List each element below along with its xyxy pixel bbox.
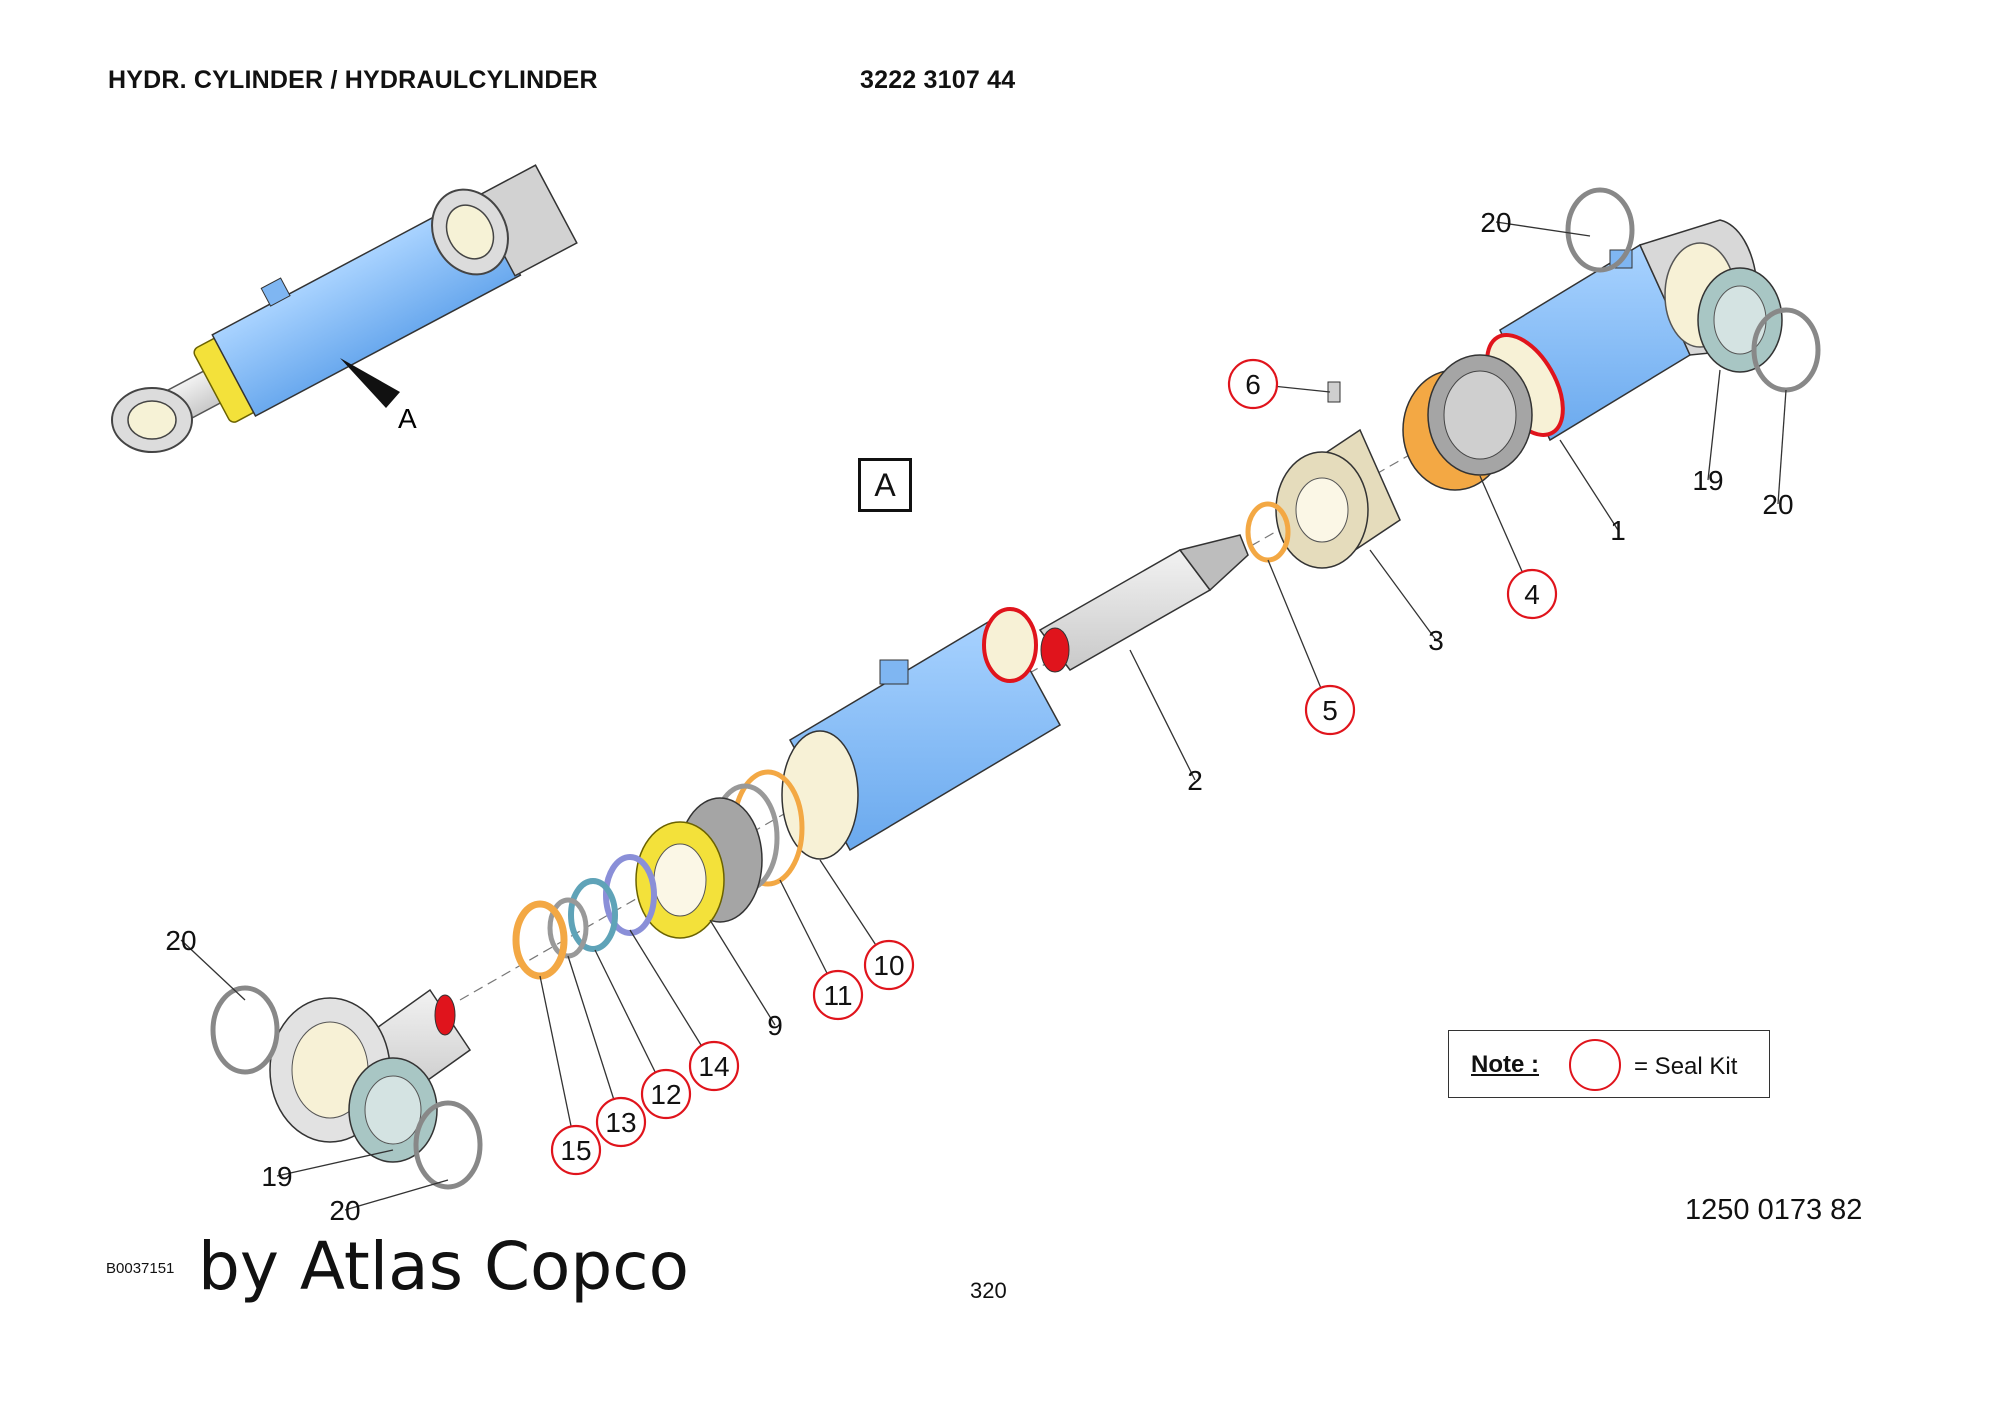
note-text: = Seal Kit — [1634, 1053, 1738, 1080]
seal-kit-marker-c10 — [863, 939, 915, 991]
leader-c9 — [709, 919, 776, 1026]
callout-label-c10: 10 — [873, 950, 904, 981]
seal-kit-marker-c13 — [595, 1096, 647, 1148]
seal-kit-circle-icon — [1569, 1039, 1621, 1091]
part-14-wiper — [603, 854, 657, 936]
seal-kit-marker-c11 — [812, 969, 864, 1021]
view-label-box: A — [858, 458, 912, 512]
part-19-bushing-right — [1697, 267, 1783, 373]
part-2-piston-rod — [1038, 534, 1249, 673]
overview-cylinder — [111, 164, 578, 453]
view-arrow-icon — [340, 358, 400, 408]
leader-c19a — [1707, 369, 1721, 481]
view-arrow-label: A — [398, 403, 417, 434]
part-20-circlip-left — [210, 985, 280, 1075]
leader-c20a — [1495, 221, 1591, 237]
callout-label-c15: 15 — [560, 1135, 591, 1166]
seal-kit-marker-c4 — [1506, 568, 1558, 620]
part-9-gland — [635, 797, 763, 939]
note-legend: Note : = Seal Kit — [1448, 1030, 1770, 1098]
callout-label-c5: 5 — [1322, 695, 1338, 726]
callout-label-c13: 13 — [605, 1107, 636, 1138]
leader-c13 — [567, 955, 622, 1123]
drawing-number: 1250 0173 82 — [1685, 1194, 1863, 1226]
leader-c15 — [539, 975, 577, 1151]
note-label: Note : — [1471, 1051, 1539, 1078]
leader-c14 — [629, 929, 715, 1067]
part-15-bushing — [512, 900, 568, 980]
callout-label-c6: 6 — [1245, 369, 1261, 400]
callout-label-c19a: 19 — [1692, 465, 1723, 496]
callout-label-c11: 11 — [823, 980, 852, 1011]
part-number: 3222 3107 44 — [860, 66, 1016, 94]
seal-kit-marker-c6 — [1227, 358, 1279, 410]
leader-c20c — [180, 939, 246, 1001]
leader-c20d — [344, 1179, 449, 1211]
callout-label-c20c: 20 — [165, 925, 196, 956]
leader-c2 — [1129, 649, 1196, 781]
leader-c12 — [594, 949, 667, 1095]
callout-label-c19b: 19 — [261, 1161, 292, 1192]
leader-c20b — [1777, 389, 1787, 505]
doc-id: B0037151 — [106, 1260, 175, 1277]
leader-lines — [180, 221, 1787, 1211]
callout-label-c4: 4 — [1524, 579, 1540, 610]
seal-kit-marker-c15 — [550, 1124, 602, 1176]
seal-kit-marker-c12 — [640, 1068, 692, 1120]
callout-label-c14: 14 — [698, 1051, 729, 1082]
leader-c3 — [1369, 549, 1437, 641]
part-20-circlip-bottom — [413, 1100, 483, 1190]
leader-c1 — [1559, 439, 1619, 531]
brand-text: by Atlas Copco — [198, 1228, 689, 1305]
page-number: 320 — [970, 1278, 1007, 1303]
callout-label-c20b: 20 — [1762, 489, 1793, 520]
part-19-bushing-left — [348, 1057, 438, 1163]
callout-label-c20a: 20 — [1480, 207, 1511, 238]
part-20-circlip-top — [1565, 187, 1635, 273]
callout-label-c2: 2 — [1187, 765, 1203, 796]
callout-label-c9: 9 — [767, 1010, 783, 1041]
part-12-rod-seal — [568, 878, 618, 952]
seal-kit-marker-c5 — [1304, 684, 1356, 736]
part-3-piston — [1275, 428, 1401, 569]
callout-label-c20d: 20 — [329, 1195, 360, 1226]
callout-label-c12: 12 — [650, 1079, 681, 1110]
callout-label-c3: 3 — [1428, 625, 1444, 656]
leader-c5 — [1267, 559, 1331, 711]
page-title: HYDR. CYLINDER / HYDRAULCYLINDER — [108, 66, 598, 94]
callout-label-c1: 1 — [1610, 515, 1626, 546]
part-4-bushing — [1402, 354, 1533, 491]
seal-kit-marker-c14 — [688, 1040, 740, 1092]
cylinder-barrel — [781, 607, 1062, 860]
leader-c19b — [276, 1149, 394, 1177]
